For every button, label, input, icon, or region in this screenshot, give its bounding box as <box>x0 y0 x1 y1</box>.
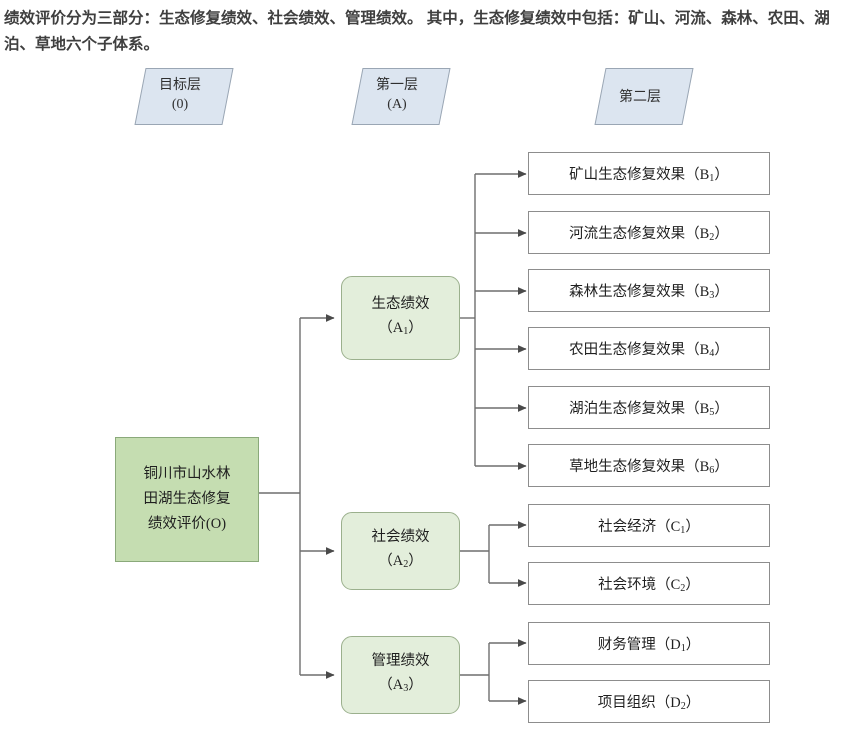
leaf-b6-label: 草地生态修复效果 <box>569 459 686 475</box>
leaf-node-d1[interactable]: 财务管理 （D1） <box>528 622 770 665</box>
root-line-3: 绩效评价(O) <box>147 516 227 532</box>
leaf-d1-code: （D1） <box>655 636 701 655</box>
leaf-b5-label: 湖泊生态修复效果 <box>569 401 686 417</box>
leaf-b1-code: （B1） <box>685 166 729 185</box>
level-a1-label: 生态绩效 <box>371 295 430 312</box>
header-goal-line1: 目标层 <box>159 78 201 93</box>
leaf-node-b4[interactable]: 农田生态修复效果 （B4） <box>528 327 770 370</box>
level-a2-label: 社会绩效 <box>371 528 430 545</box>
leaf-node-b6[interactable]: 草地生态修复效果 （B6） <box>528 444 770 487</box>
level-a1-code: （A1） <box>378 319 423 338</box>
leaf-b3-code: （B3） <box>685 283 729 302</box>
leaf-b4-code: （B4） <box>685 341 729 360</box>
leaf-node-c1[interactable]: 社会经济 （C1） <box>528 504 770 547</box>
level-node-a3[interactable]: 管理绩效 （A3） <box>341 636 460 714</box>
leaf-d2-label: 项目组织 <box>597 695 656 711</box>
level-a3-label: 管理绩效 <box>371 652 430 669</box>
leaf-c1-code: （C1） <box>656 518 700 537</box>
root-line-1: 铜川市山水林 <box>143 466 231 482</box>
leaf-d1-label: 财务管理 <box>597 637 656 653</box>
leaf-node-b5[interactable]: 湖泊生态修复效果 （B5） <box>528 386 770 429</box>
leaf-node-c2[interactable]: 社会环境 （C2） <box>528 562 770 605</box>
leaf-node-b2[interactable]: 河流生态修复效果 （B2） <box>528 211 770 254</box>
leaf-c2-code: （C2） <box>656 576 700 595</box>
header-label-level2: 第二层 <box>596 88 684 107</box>
level-node-a2[interactable]: 社会绩效 （A2） <box>341 512 460 590</box>
root-node[interactable]: 铜川市山水林 田湖生态修复 绩效评价(O) <box>115 437 259 562</box>
header-level2-line1: 第二层 <box>619 90 661 105</box>
level-a2-code: （A2） <box>378 552 423 571</box>
leaf-d2-code: （D2） <box>655 694 701 713</box>
leaf-b2-label: 河流生态修复效果 <box>569 226 686 242</box>
header-level1-line1: 第一层 <box>376 78 418 93</box>
leaf-b6-code: （B6） <box>685 458 729 477</box>
leaf-node-b1[interactable]: 矿山生态修复效果 （B1） <box>528 152 770 195</box>
leaf-b1-label: 矿山生态修复效果 <box>569 167 686 183</box>
leaf-b3-label: 森林生态修复效果 <box>569 284 686 300</box>
leaf-b2-code: （B2） <box>685 225 729 244</box>
header-goal-line2: (0) <box>171 97 189 112</box>
level-node-a1[interactable]: 生态绩效 （A1） <box>341 276 460 360</box>
leaf-c2-label: 社会环境 <box>598 577 657 593</box>
root-line-2: 田湖生态修复 <box>143 491 231 507</box>
leaf-b4-label: 农田生态修复效果 <box>569 342 686 358</box>
leaf-node-b3[interactable]: 森林生态修复效果 （B3） <box>528 269 770 312</box>
header-label-goal: 目标层 (0) <box>136 76 224 114</box>
leaf-node-d2[interactable]: 项目组织 （D2） <box>528 680 770 723</box>
level-a3-code: （A3） <box>378 676 423 695</box>
leaf-b5-code: （B5） <box>685 400 729 419</box>
header-label-level1: 第一层 (A) <box>353 76 441 114</box>
header-level1-line2: (A) <box>387 97 407 112</box>
leaf-c1-label: 社会经济 <box>598 519 657 535</box>
intro-paragraph: 绩效评价分为三部分：生态修复绩效、社会绩效、管理绩效。 其中，生态修复绩效中包括… <box>4 10 830 53</box>
